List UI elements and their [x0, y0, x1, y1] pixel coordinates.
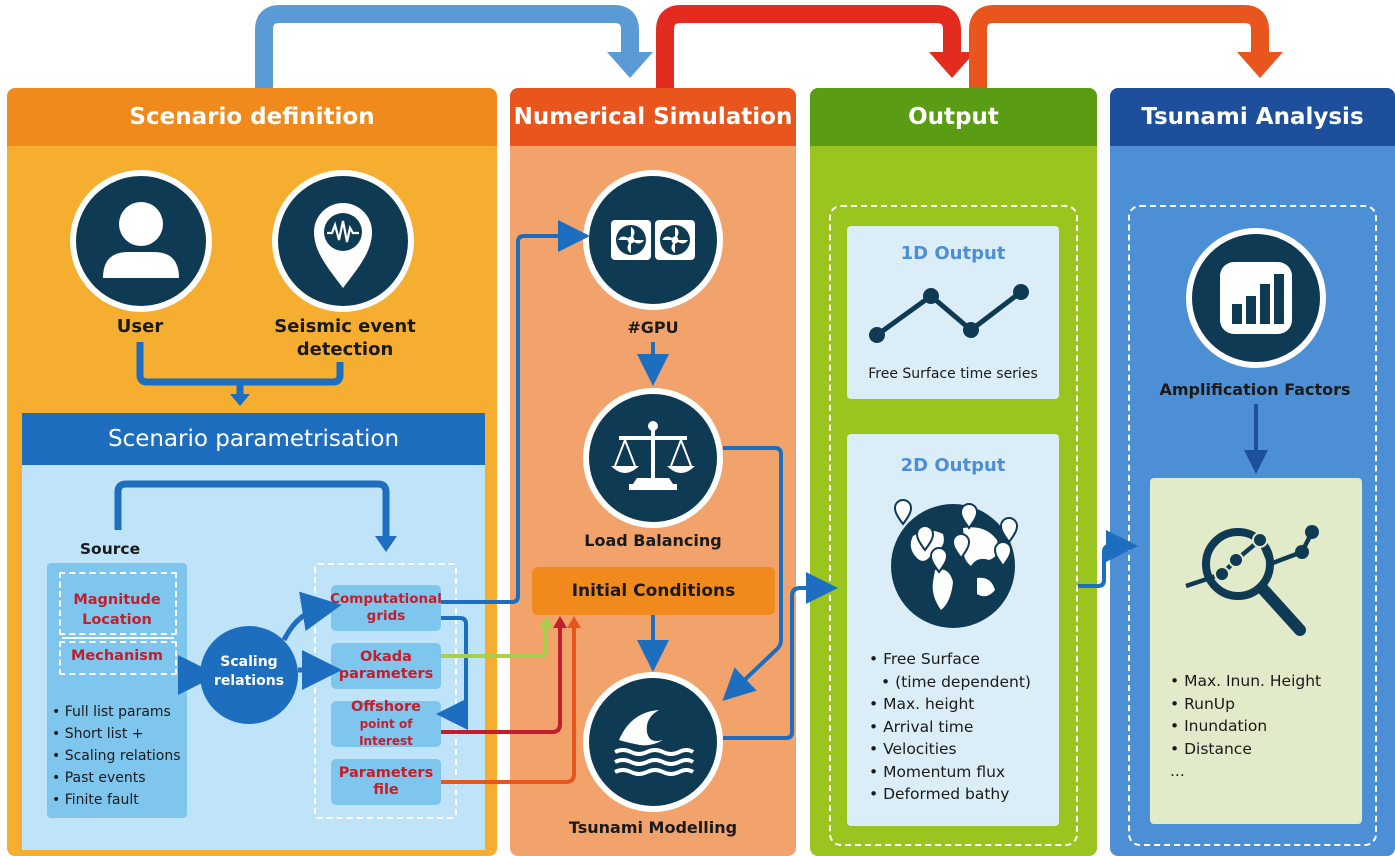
list-item: Full list params [52, 701, 192, 723]
list-item: Short list + [52, 723, 192, 745]
list-item: Arrival time [869, 716, 1049, 739]
gpu-label: #GPU [627, 318, 679, 337]
source-fields-frame [59, 572, 177, 635]
gpu-fans-icon [583, 170, 723, 310]
wave-icon [583, 672, 723, 812]
computational-grids-box: Computational grids [330, 585, 442, 631]
load-balancing-label: Load Balancing [584, 531, 722, 550]
magnifier-chart-icon [1185, 525, 1319, 636]
list-item: Max. height [869, 693, 1049, 716]
source-label: Source [79, 540, 141, 558]
list-item: Scaling relations [52, 745, 192, 767]
param-line2: file [373, 782, 399, 798]
bar-chart-icon [1186, 228, 1326, 368]
parametrisation-header: Scenario parametrisation [22, 413, 485, 465]
param-line1: Offshore [351, 698, 421, 715]
scaling-label-line1: Scaling [220, 654, 278, 670]
seismic-pin-icon [272, 170, 414, 312]
list-item: Velocities [869, 738, 1049, 761]
tsunami-modelling-label: Tsunami Modelling [568, 818, 738, 837]
okada-parameters-box: Okada parameters [331, 643, 441, 689]
initial-conditions-box: Initial Conditions [532, 567, 775, 615]
analysis-panel-title: Tsunami Analysis [1110, 88, 1395, 146]
list-item-text: Scaling relations [64, 748, 181, 764]
user-icon [70, 170, 212, 312]
list-item: RunUp [1170, 693, 1350, 716]
analysis-frame [1128, 205, 1377, 846]
param-line2: point of Interest [359, 716, 413, 748]
one-d-title: 1D Output [900, 243, 1006, 264]
mechanism-field: Mechanism [71, 648, 163, 664]
list-item: Distance [1170, 738, 1350, 761]
output-panel-title: Output [810, 88, 1097, 146]
param-line1: Okada [360, 649, 412, 665]
list-item: Momentum flux [869, 761, 1049, 784]
list-item: Finite fault [52, 789, 192, 811]
list-item: (time dependent) [869, 671, 1049, 694]
two-d-title: 2D Output [900, 455, 1006, 476]
param-line1: Parameters [338, 765, 434, 781]
location-field: Location [82, 612, 152, 628]
source-divider [62, 637, 174, 639]
list-item: Past events [52, 767, 192, 789]
scaling-label-line2: relations [213, 673, 285, 689]
scales-icon [583, 388, 723, 528]
analysis-ellipsis: ... [1170, 762, 1185, 780]
globe-pins-icon [891, 499, 1019, 628]
seismic-label-line1: Seismic event [274, 316, 416, 337]
seismic-label-line2: detection [296, 339, 394, 360]
parameters-file-box: Parameters file [331, 759, 441, 805]
param-line2: parameters [338, 666, 434, 682]
list-item: Deformed bathy [869, 783, 1049, 806]
list-item: Inundation [1170, 715, 1350, 738]
offshore-poi-box: Offshore point of Interest [331, 698, 441, 748]
analysis-results-list: Max. Inun. Height RunUp Inundation Dista… [1170, 670, 1350, 760]
line-chart-icon [869, 284, 1029, 343]
list-item: Max. Inun. Height [1170, 670, 1350, 693]
list-item: Free Surface [869, 648, 1049, 671]
one-d-caption: Free Surface time series [868, 366, 1038, 382]
mechanism-frame [59, 641, 177, 675]
param-line2: grids [366, 608, 406, 624]
magnitude-field: Magnitude [73, 592, 161, 608]
user-label: User [116, 316, 164, 337]
scenario-panel-title: Scenario definition [7, 88, 497, 146]
amplification-factors-label: Amplification Factors [1159, 380, 1351, 399]
output-frame [829, 205, 1078, 846]
source-options-list: Full list params Short list + Scaling re… [52, 701, 192, 811]
list-item-text: (time dependent) [895, 672, 1031, 691]
numerical-panel-title: Numerical Simulation [510, 88, 796, 146]
param-line1: Computational [330, 591, 442, 607]
two-d-output-list: Free Surface (time dependent) Max. heigh… [869, 648, 1049, 806]
